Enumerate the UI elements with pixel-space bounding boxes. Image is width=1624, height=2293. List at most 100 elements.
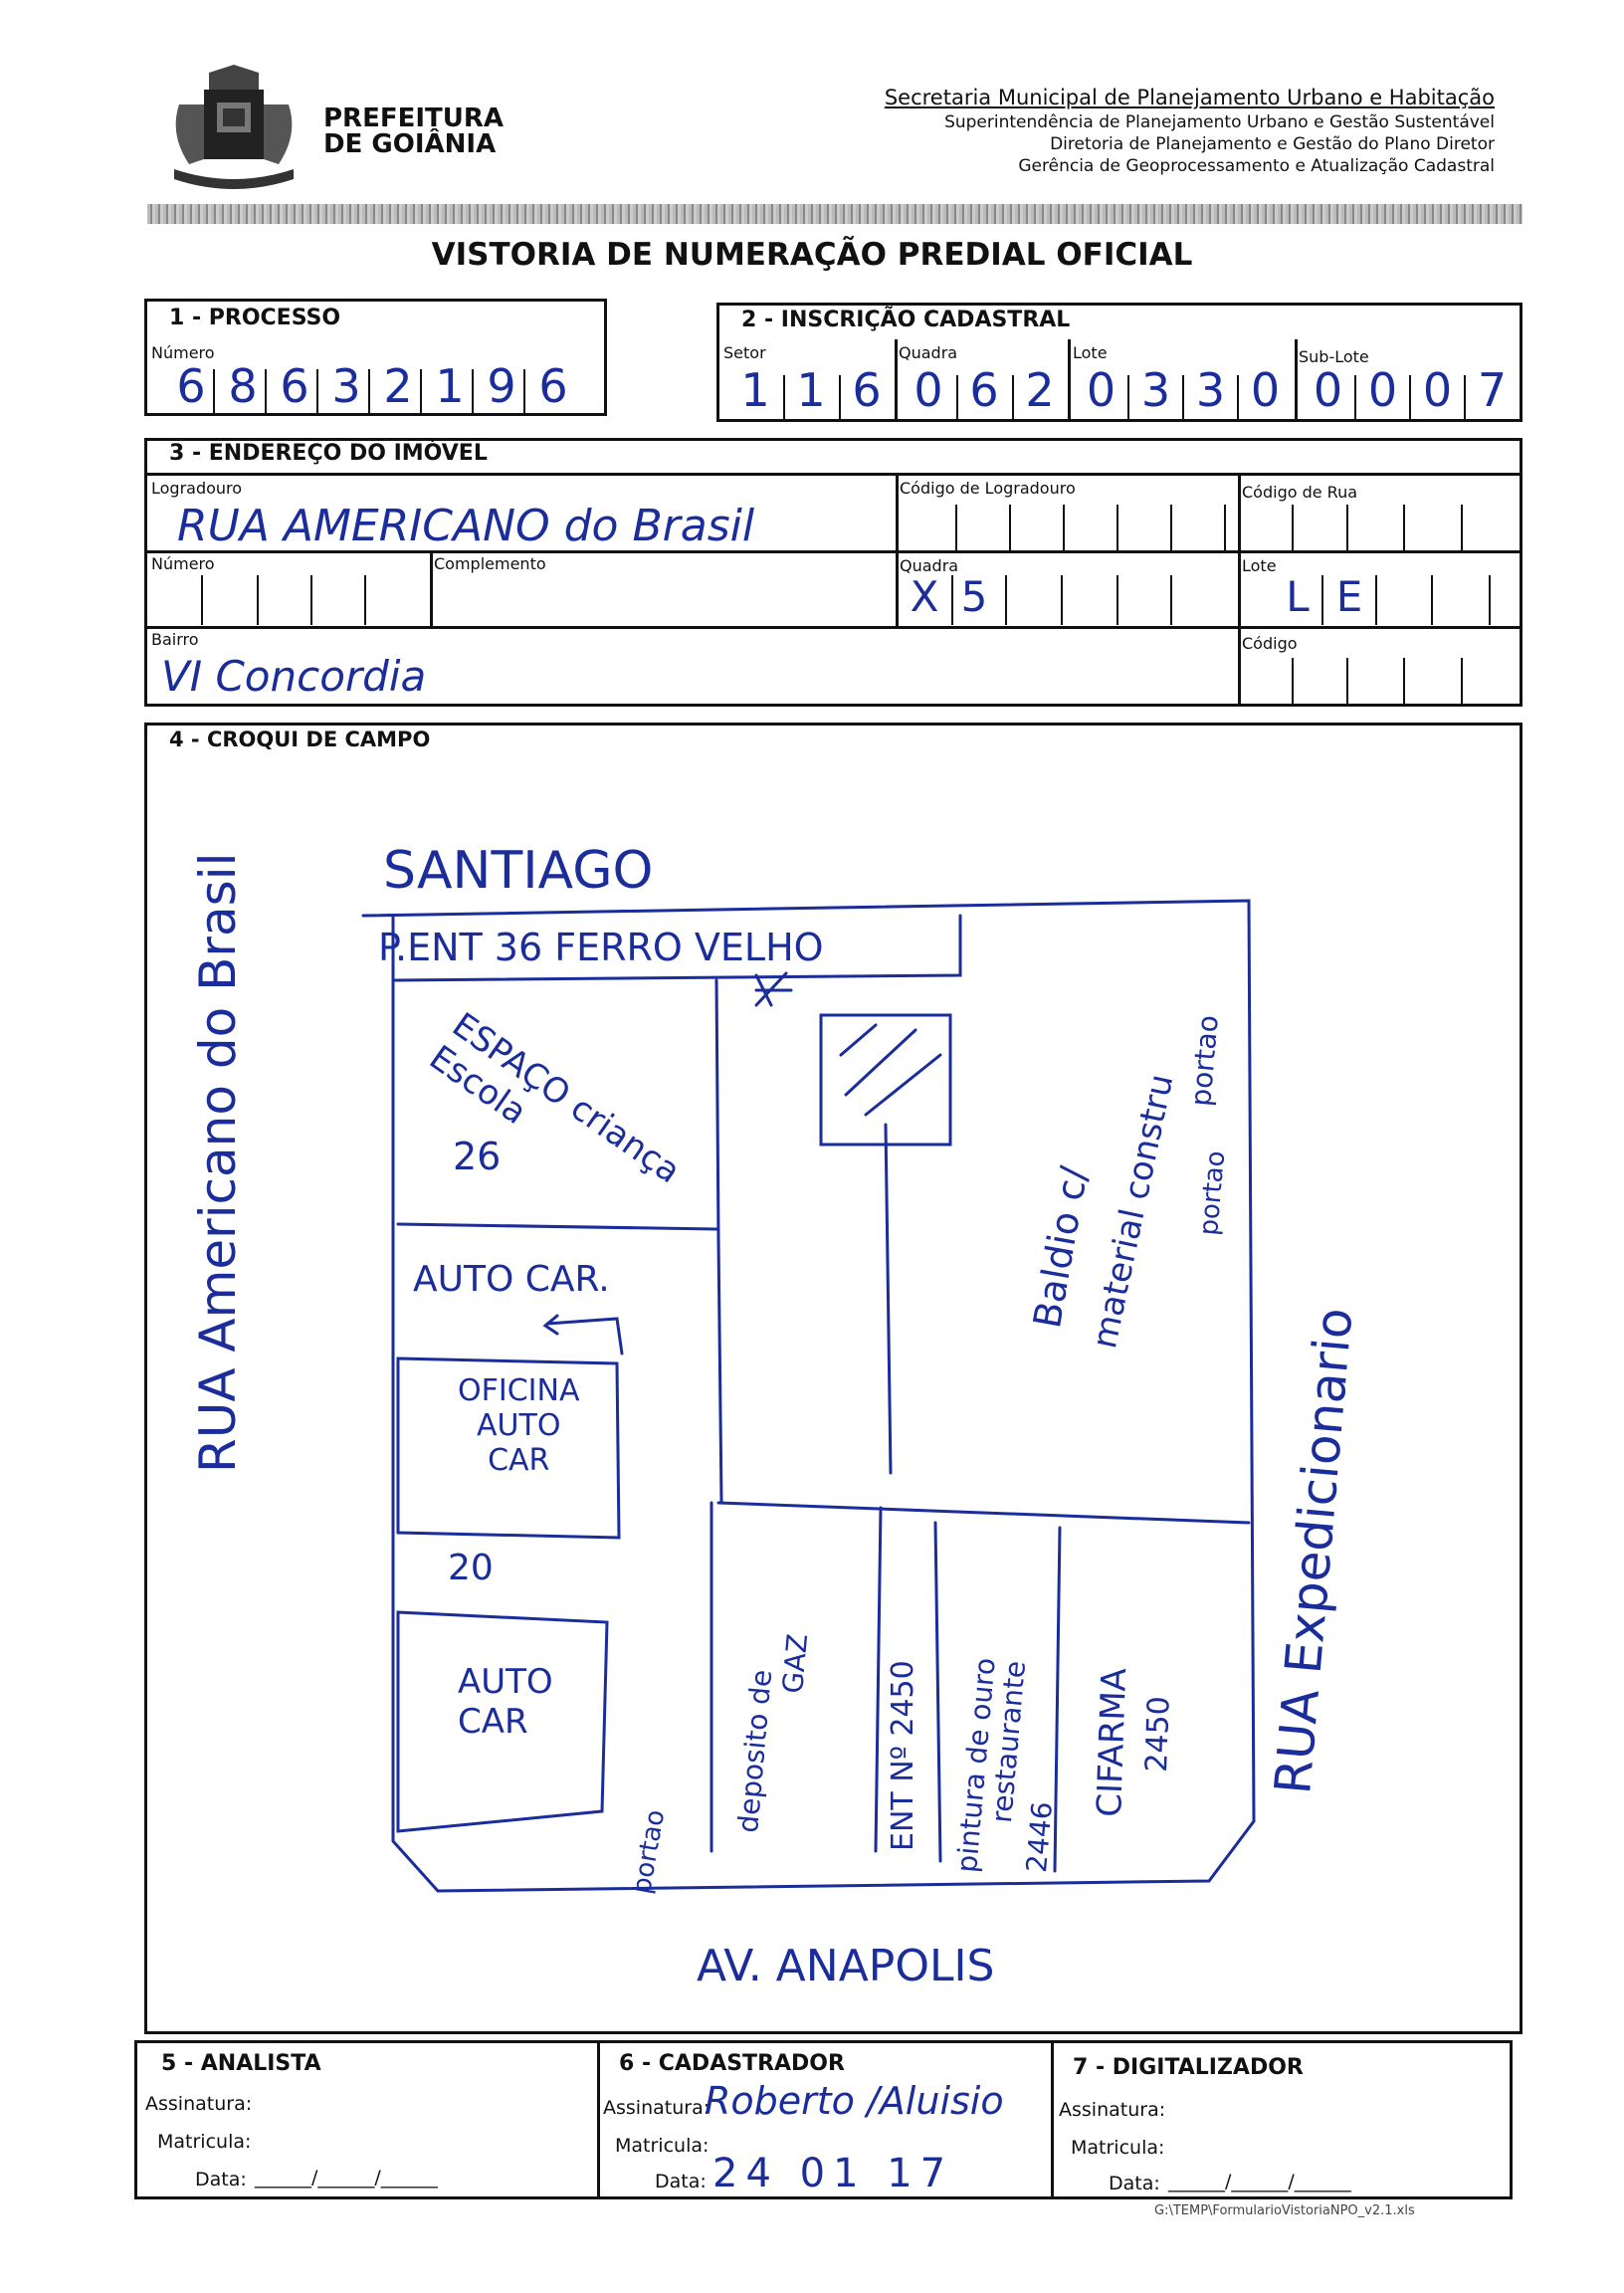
processo-digit: 6 xyxy=(280,359,309,413)
digitalizador-date-field[interactable]: ______/______/______ xyxy=(1168,2171,1351,2192)
setor-digit: 1 xyxy=(740,363,770,417)
street-bottom-label: AV. ANAPOLIS xyxy=(697,1941,995,1991)
bairro-value[interactable]: VI Concordia xyxy=(161,652,427,701)
processo-numero-label: Número xyxy=(151,343,215,362)
cadastrador-signature[interactable]: Roberto /Aluisio xyxy=(705,2079,1004,2123)
sublote-digit: 7 xyxy=(1477,363,1508,417)
logo-crest xyxy=(159,65,308,194)
ferro-velho-label: P.ENT 36 FERRO VELHO xyxy=(378,926,824,969)
lote-label: Lote xyxy=(1073,343,1108,362)
gerencia-line: Gerência de Geoprocessamento e Atualizaç… xyxy=(1018,156,1495,176)
processo-heading: 1 - PROCESSO xyxy=(169,306,341,330)
header-agency: Secretaria Municipal de Planejamento Urb… xyxy=(885,84,1495,177)
setor-field[interactable]: 1 1 6 xyxy=(727,363,895,417)
espaco-bottom xyxy=(396,1222,718,1231)
processo-box: 1 - PROCESSO Número 6 8 6 3 2 1 9 6 xyxy=(144,299,607,416)
shop-div-4 xyxy=(1053,1526,1062,1873)
bairro-label: Bairro xyxy=(151,630,199,649)
lote-field[interactable]: 0 3 3 0 xyxy=(1074,363,1293,417)
processo-digit: 3 xyxy=(331,359,361,413)
logo-line-2: DE GOIÂNIA xyxy=(323,129,497,159)
analista-date-field[interactable]: ______/______/______ xyxy=(255,2167,438,2189)
processo-digit: 6 xyxy=(538,359,568,413)
top-band-line xyxy=(391,914,962,982)
bairro-codigo-label: Código xyxy=(1242,634,1298,653)
footer-box: 5 - ANALISTA Assinatura: Matricula: Data… xyxy=(134,2040,1513,2199)
hatch-box xyxy=(819,1013,952,1146)
processo-number-field[interactable]: 6 8 6 3 2 1 9 6 xyxy=(165,359,579,413)
processo-digit: 2 xyxy=(383,359,413,413)
endereco-lote-char: L xyxy=(1286,572,1310,621)
lote-digit: 3 xyxy=(1140,363,1171,417)
cadastrador-assinatura-label: Assinatura: xyxy=(603,2097,710,2119)
autocar-box xyxy=(396,1610,609,1833)
pintura-number: 2446 xyxy=(1020,1800,1060,1874)
oficina-box xyxy=(396,1356,621,1540)
analista-matricula-label: Matricula: xyxy=(157,2131,252,2153)
secretaria-title: Secretaria Municipal de Planejamento Urb… xyxy=(884,86,1495,109)
processo-digit: 9 xyxy=(487,359,516,413)
endereco-heading: 3 - ENDEREÇO DO IMÓVEL xyxy=(169,441,488,466)
processo-digit: 1 xyxy=(435,359,465,413)
analista-data-label: Data: xyxy=(195,2169,247,2190)
quadra-label: Quadra xyxy=(899,343,958,362)
logradouro-label: Logradouro xyxy=(151,479,243,498)
lot-divider xyxy=(716,1237,723,1505)
endereco-lote-field[interactable]: L E xyxy=(1272,572,1375,621)
processo-digit: 8 xyxy=(228,359,258,413)
quadra-field[interactable]: 0 6 2 xyxy=(901,363,1068,417)
diretoria-line: Diretoria de Planejamento e Gestão do Pl… xyxy=(1050,134,1495,154)
header-rule xyxy=(147,204,1522,224)
shop-div-3 xyxy=(933,1521,942,1863)
logo-text: PREFEITURA DE GOIÂNIA xyxy=(323,105,504,157)
sublote-digit: 0 xyxy=(1313,363,1343,417)
endereco-quadra-char: X xyxy=(910,572,939,621)
lote-digit: 3 xyxy=(1195,363,1226,417)
analista-heading: 5 - ANALISTA xyxy=(161,2051,321,2076)
endereco-quadra-label: Quadra xyxy=(900,556,959,575)
number-20: 20 xyxy=(448,1548,494,1588)
digitalizador-heading: 7 - DIGITALIZADOR xyxy=(1073,2055,1304,2080)
inscricao-box: 2 - INSCRIÇÃO CADASTRAL Setor Quadra Lot… xyxy=(716,303,1522,422)
logo-line-1: PREFEITURA xyxy=(323,104,505,133)
lote-digit: 0 xyxy=(1250,363,1281,417)
quadra-digit: 2 xyxy=(1025,363,1055,417)
arrow-line xyxy=(545,1317,624,1355)
autocar-box-auto: AUTO xyxy=(458,1662,553,1702)
superintendencia-line: Superintendência de Planejamento Urbano … xyxy=(944,112,1495,132)
endereco-lote-char: E xyxy=(1335,572,1363,621)
digitalizador-matricula-label: Matricula: xyxy=(1071,2137,1165,2159)
autocar-box-car: CAR xyxy=(458,1702,528,1742)
sublote-digit: 0 xyxy=(1367,363,1398,417)
oficina-auto-label: AUTO xyxy=(477,1408,561,1443)
quadra-digit: 6 xyxy=(969,363,999,417)
logradouro-value[interactable]: RUA AMERICANO do Brasil xyxy=(177,501,755,551)
endereco-box: 3 - ENDEREÇO DO IMÓVEL Logradouro RUA AM… xyxy=(144,438,1522,707)
codigo-rua-label: Código de Rua xyxy=(1242,483,1358,502)
setor-digit: 6 xyxy=(852,363,882,417)
processo-digit: 6 xyxy=(176,359,206,413)
sublote-field[interactable]: 0 0 0 7 xyxy=(1301,363,1520,417)
codigo-logradouro-label: Código de Logradouro xyxy=(900,479,1076,498)
croqui-box: 4 - CROQUI DE CAMPO xyxy=(144,723,1522,2034)
endereco-quadra-field[interactable]: X 5 xyxy=(900,572,999,621)
espaco-number: 26 xyxy=(453,1135,502,1178)
setor-digit: 1 xyxy=(796,363,826,417)
lote-digit: 0 xyxy=(1086,363,1116,417)
croqui-heading: 4 - CROQUI DE CAMPO xyxy=(169,728,431,751)
quadra-digit: 0 xyxy=(914,363,943,417)
cadastrador-date-value[interactable]: 24 01 17 xyxy=(712,2151,954,2196)
street-left-label: RUA Americano do Brasil xyxy=(189,852,247,1473)
cadastrador-heading: 6 - CADASTRADOR xyxy=(619,2051,845,2076)
sublote-digit: 0 xyxy=(1422,363,1453,417)
analista-assinatura-label: Assinatura: xyxy=(145,2093,253,2115)
oficina-label-group: OFICINA AUTO CAR xyxy=(458,1373,579,1478)
cifarma-label: CIFARMA xyxy=(1090,1667,1135,1818)
star-mark xyxy=(754,971,793,1007)
digitalizador-data-label: Data: xyxy=(1109,2173,1160,2194)
shop-div-2 xyxy=(874,1506,883,1853)
sublote-label: Sub-Lote xyxy=(1299,347,1369,366)
digitalizador-assinatura-label: Assinatura: xyxy=(1059,2099,1166,2121)
numero-label: Número xyxy=(151,554,215,573)
